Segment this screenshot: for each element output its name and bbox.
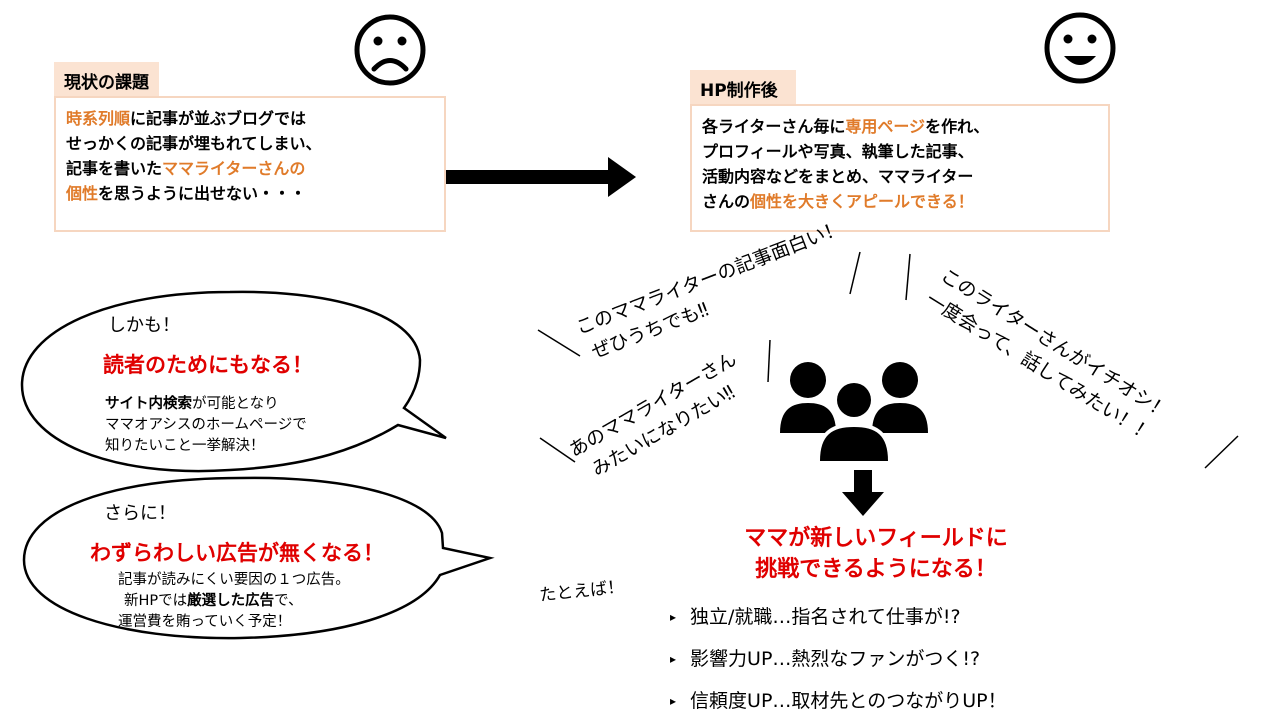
current-issue-label: 現状の課題: [54, 62, 159, 99]
current-hl-3: ママライターさんの: [162, 159, 306, 178]
bubble-2-lead: さらに！: [104, 503, 176, 524]
bubble-2-line-3: 運営費を賄っていく予定！: [118, 614, 292, 630]
bullet-icon: ▸: [670, 694, 677, 708]
bubble-2-shape: [22, 476, 495, 640]
after-line-2: プロフィールや写真、執筆した記事、: [702, 142, 974, 161]
current-issue-box: 時系列順に記事が並ぶブログでは せっかくの記事が埋もれてしまい、 記事を書いたマ…: [54, 96, 446, 232]
voice-mark: [1204, 435, 1239, 469]
bullet-icon: ▸: [670, 610, 677, 624]
bubble-1-line-3: 知りたいこと一挙解決！: [105, 438, 265, 454]
list-item-text: 影響力UP…熱烈なファンがつく!?: [690, 648, 981, 670]
list-item: ▸ 独立/就職…指名されて仕事が!?: [670, 602, 1007, 644]
bubble-1-bold: サイト内検索: [105, 396, 192, 412]
example-list: ▸ 独立/就職…指名されて仕事が!? ▸ 影響力UP…熱烈なファンがつく!? ▸ 信頼…: [670, 602, 1007, 722]
bubble-1-lead: しかも！: [108, 315, 180, 336]
current-hl-4: 個性: [66, 184, 99, 203]
result-line-2: 挑戦できるようになる！: [755, 557, 997, 582]
voice-mark: [849, 251, 861, 295]
result-text: ママが新しいフィールドに 挑戦できるようになる！: [716, 523, 1036, 585]
arrow-right-icon: [446, 157, 636, 197]
arrow-down-icon: [842, 470, 884, 516]
people-group-icon: [780, 362, 928, 463]
bubble-1-line-2: ママオアシスのホームページで: [105, 417, 307, 433]
current-line-4: を思うように出せない・・・: [98, 184, 307, 203]
after-hl-4: 個性を大きくアピールできる！: [750, 192, 974, 211]
voice-mark: [905, 253, 911, 301]
happy-face-icon: [1044, 12, 1116, 84]
after-line-1b: を作れ、: [925, 117, 990, 136]
bubble-1-line-1: が可能となり: [192, 396, 279, 412]
result-line-1: ママが新しいフィールドに: [744, 526, 1008, 551]
bullet-icon: ▸: [670, 652, 677, 666]
bubble-2-line-2b: で、: [274, 593, 303, 609]
list-item-text: 独立/就職…指名されて仕事が!?: [690, 606, 961, 628]
bubble-2-body: 記事が読みにくい要因の１つ広告。 新HPでは厳選した広告で、 運営費を賄っていく…: [118, 570, 350, 633]
after-line-1a: 各ライターさん毎に: [702, 117, 846, 136]
bubble-2-title: わずらわしい広告が無くなる！: [90, 541, 384, 565]
after-hl-1: 専用ページ: [845, 117, 926, 136]
after-hp-box: 各ライターさん毎に専用ページを作れ、 プロフィールや写真、執筆した記事、 活動内…: [690, 104, 1110, 232]
bubble-2-line-2a: 新HPでは: [124, 593, 188, 609]
list-item-text: 信頼度UP…取材先とのつながりUP！: [690, 690, 1007, 712]
current-line-3: 記事を書いた: [66, 159, 163, 178]
voice-mark: [537, 329, 581, 357]
current-line-1: に記事が並ぶブログでは: [130, 109, 307, 128]
voice-mark: [767, 339, 771, 383]
current-line-2: せっかくの記事が埋もれてしまい、: [66, 134, 322, 153]
bubble-1-body: サイト内検索が可能となり ママオアシスのホームページで 知りたいこと一挙解決！: [105, 394, 307, 457]
after-hp-label: HP制作後: [690, 70, 796, 107]
list-item: ▸ 信頼度UP…取材先とのつながりUP！: [670, 686, 1007, 722]
voice-mark: [539, 437, 576, 463]
sad-face-icon: [354, 14, 426, 86]
list-item: ▸ 影響力UP…熱烈なファンがつく!?: [670, 644, 1007, 686]
bubble-1-title: 読者のためにもなる！: [103, 353, 313, 377]
bubble-2-line-1: 記事が読みにくい要因の１つ広告。: [118, 572, 350, 588]
after-line-4: さんの: [702, 192, 751, 211]
bubble-1-shape: [20, 290, 447, 473]
after-line-3: 活動内容などをまとめ、ママライター: [702, 167, 974, 186]
current-hl-1: 時系列順: [66, 109, 131, 128]
bubble-2-bold: 厳選した広告: [187, 593, 275, 609]
